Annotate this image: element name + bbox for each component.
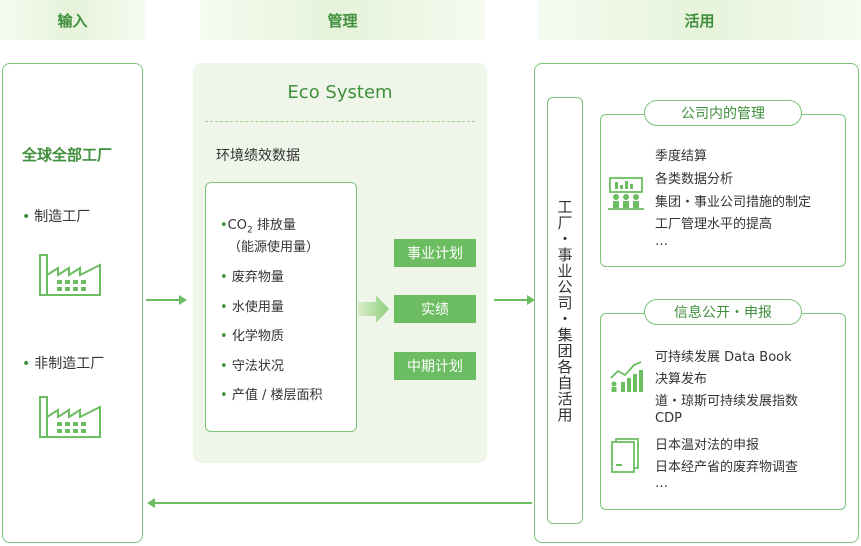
block-arrow-icon [358, 295, 389, 323]
data-item-label: 产值 / 楼层面积 [231, 388, 323, 403]
co2-sub: 2 [246, 225, 253, 236]
arrow-right-icon [494, 295, 535, 305]
header-use: 活用 [538, 0, 861, 40]
co2-prefix: CO [227, 218, 247, 233]
data-item: • 产值 / 楼层面积 [220, 388, 323, 403]
co2-item: •CO2 排放量 [220, 218, 296, 236]
data-item: • 水使用量 [220, 300, 284, 315]
card-line: 季度结算 [655, 149, 708, 164]
internal-management-title: 公司内的管理 [644, 100, 802, 126]
factory-icon [39, 254, 101, 296]
card-line: 日本经产省的废弃物调查 [655, 460, 799, 475]
card-line: 可持续发展 Data Book [655, 350, 792, 365]
eco-system-title: Eco System [287, 82, 393, 103]
env-data-label: 环境绩效数据 [216, 148, 300, 164]
card-line: 道・琼斯可持续发展指数 [655, 394, 799, 409]
arrow-right-icon [146, 295, 187, 305]
card-line: 工厂管理水平的提高 [655, 217, 773, 232]
input-panel [2, 63, 143, 543]
co2-suffix: 排放量 [252, 218, 296, 233]
card-line: … [655, 234, 668, 249]
card-line: 决算发布 [655, 372, 708, 387]
data-item-label: 废弃物量 [231, 270, 284, 285]
disclosure-card [600, 313, 846, 510]
data-item-label: 化学物质 [231, 329, 284, 344]
factory-icon [39, 396, 101, 438]
card-line: 集团・事业公司措施的制定 [655, 195, 812, 210]
card-line: 各类数据分析 [655, 172, 734, 187]
header-manage: 管理 [200, 0, 485, 40]
usage-scope-box: 工厂・事业公司・集团各自活用 [547, 97, 583, 524]
data-item: • 化学物质 [220, 329, 284, 344]
header-input: 输入 [0, 0, 145, 40]
document-icon [611, 438, 639, 473]
data-item-label: 水使用量 [231, 300, 284, 315]
disclosure-title: 信息公开・申报 [644, 299, 802, 325]
arrow-left-icon [147, 498, 532, 508]
growth-chart-icon [610, 361, 643, 392]
data-item: • 守法状况 [220, 359, 284, 374]
all-factories-title: 全球全部工厂 [22, 146, 113, 164]
non-manufacturing-factory-item: •非制造工厂 [22, 356, 105, 372]
data-item: • 废弃物量 [220, 270, 284, 285]
data-item-label: 守法状况 [231, 359, 284, 374]
usage-scope-label: 工厂・事业公司・集团各自活用 [555, 198, 574, 423]
actual-results-button: 实绩 [394, 295, 476, 323]
business-plan-button: 事业计划 [394, 239, 476, 267]
non-manufacturing-factory-label: 非制造工厂 [34, 356, 105, 372]
data-items-box [205, 182, 357, 432]
mid-term-plan-button: 中期计划 [394, 352, 476, 380]
card-line: 日本温对法的申报 [655, 438, 760, 453]
manufacturing-factory-label: 制造工厂 [34, 209, 91, 225]
divider [205, 121, 475, 122]
card-line: … [655, 476, 668, 491]
co2-note: （能源使用量） [228, 240, 320, 255]
manufacturing-factory-item: •制造工厂 [22, 209, 91, 225]
meeting-icon [608, 177, 644, 210]
card-line: CDP [655, 411, 682, 426]
